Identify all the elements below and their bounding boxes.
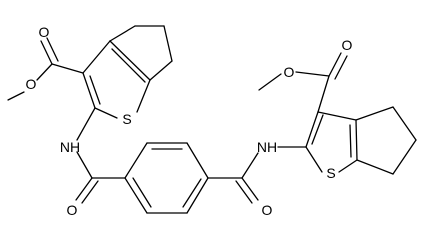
bond xyxy=(186,142,209,179)
atom-label-right-ester-ether-o: O xyxy=(284,64,295,80)
bond xyxy=(355,119,358,161)
bond xyxy=(81,180,99,204)
bond xyxy=(163,25,173,62)
bond xyxy=(349,124,352,158)
bond xyxy=(235,180,253,204)
bond xyxy=(40,40,53,65)
molecule-diagram: O O S NH O O NH O O S xyxy=(7,24,417,218)
bond xyxy=(305,111,319,148)
bond xyxy=(124,177,148,214)
bond xyxy=(186,177,209,214)
bond xyxy=(305,146,323,173)
bond xyxy=(295,71,330,77)
atom-label-left-nh: NH xyxy=(60,139,80,155)
bond xyxy=(82,40,111,74)
atom-label-left-ester-ether-o: O xyxy=(26,76,37,92)
bond xyxy=(149,60,173,81)
bond xyxy=(241,152,259,179)
bond xyxy=(46,37,59,62)
bond xyxy=(136,79,151,113)
right-thiophene-unit xyxy=(258,52,417,175)
bond xyxy=(356,159,394,175)
bond xyxy=(182,178,202,208)
bond xyxy=(94,107,118,119)
bond xyxy=(311,114,324,145)
bond xyxy=(51,63,84,74)
atom-label-right-ester-carbonyl-o: O xyxy=(342,37,353,53)
bond xyxy=(82,72,96,109)
bond xyxy=(75,177,93,201)
bond xyxy=(132,177,152,208)
structure-canvas: O O S NH O O NH O O S xyxy=(7,24,417,218)
bond xyxy=(338,159,358,173)
central-benzene-unit xyxy=(75,142,259,214)
bond xyxy=(36,63,53,81)
bond xyxy=(317,75,330,113)
atom-label-left-ester-carbonyl-o: O xyxy=(39,24,50,40)
left-thiophene-unit xyxy=(7,25,173,141)
bond xyxy=(334,55,348,80)
atom-label-right-nh: NH xyxy=(257,139,277,155)
bond xyxy=(241,177,259,201)
bond xyxy=(355,106,394,121)
atom-label-right-s: S xyxy=(326,165,335,181)
atom-label-left-s: S xyxy=(122,111,131,127)
bond xyxy=(328,52,342,77)
bond xyxy=(76,151,93,179)
bond xyxy=(89,75,101,105)
bond xyxy=(317,111,357,121)
bond xyxy=(111,48,146,83)
bond xyxy=(109,25,136,42)
bond xyxy=(109,40,151,81)
bond xyxy=(76,107,96,141)
bond xyxy=(258,73,282,91)
atom-label-amide-left-o: O xyxy=(67,202,78,218)
bond xyxy=(392,106,417,141)
atom-labels: O O S NH O O NH O O S xyxy=(26,24,353,218)
bond xyxy=(7,91,25,101)
bond xyxy=(392,139,417,175)
bond xyxy=(124,142,148,179)
atom-label-amide-right-o: O xyxy=(262,202,273,218)
